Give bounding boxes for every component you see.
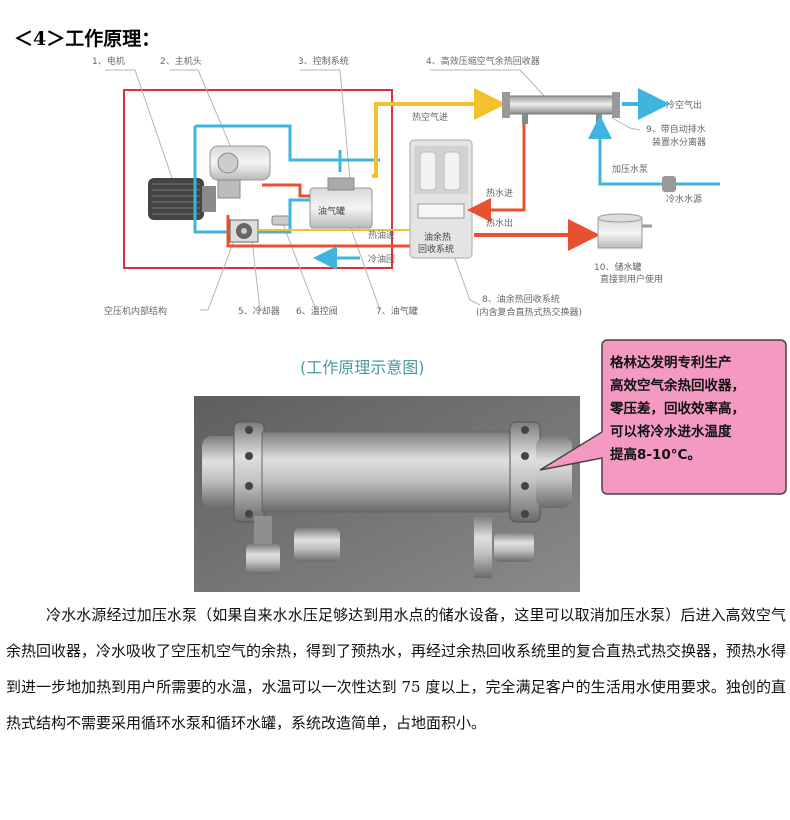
callout-line-2: 高效空气余热回收器， [610,378,745,394]
heat-exchanger-photo-illustration [194,396,580,592]
storage-tank-illustration [597,213,652,249]
label-oil-system-1: 8、油余热回收系统 [482,293,560,305]
oil-heat-system-label-2: 回收系统 [418,243,454,255]
oil-recovery-cabinet-illustration: 油余热 回收系统 [409,139,473,259]
label-hot-air-in: 热空气进 [412,111,448,123]
callout-line-5: 提高8-10°C。 [610,447,701,463]
label-hot-water-in: 热水进 [486,187,513,199]
callout-line-3: 零压差，回收效率高， [610,401,745,417]
air-recovery-unit-illustration [502,92,620,124]
callout-text: 格林达发明专利生产 高效空气余热回收器， 零压差，回收效率高， 可以将冷水进水温… [610,352,780,467]
label-internal-structure: 空压机内部结构 [104,305,167,317]
label-main-head: 2、主机头 [160,55,202,67]
label-storage-1: 10、储水罐 [594,261,641,273]
label-hot-oil-in: 热油进 [368,229,395,241]
product-photo [194,396,580,592]
label-cooler: 5、冷却器 [238,305,280,317]
compressor-internal-frame [123,89,393,269]
callout-line-4: 可以将冷水进水温度 [610,424,732,440]
label-separator-1: 9、带自动排水 [646,123,706,135]
label-thermo-valve: 6、温控阀 [296,305,338,317]
label-motor: 1、电机 [92,55,125,67]
description-paragraph: 冷水水源经过加压水泵（如果自来水水压足够达到用水点的储水设备，这里可以取消加压水… [6,597,786,741]
motor-illustration [148,178,216,220]
paragraph-text: 冷水水源经过加压水泵（如果自来水水压足够达到用水点的储水设备，这里可以取消加压水… [6,606,787,732]
label-storage-2: 直接到用户使用 [600,273,663,285]
oil-gas-tank-illustration: 油气罐 [309,177,373,229]
main-head-illustration [209,145,271,199]
label-oil-tank: 7、油气罐 [376,305,418,317]
cooler-illustration [229,219,259,243]
working-principle-diagram: 油气罐 油余热 回收系统 [92,55,720,318]
label-hot-water-out: 热水出 [486,217,513,229]
label-separator-2: 装置水分离器 [652,136,706,148]
oil-heat-system-label-1: 油余热 [424,231,451,243]
label-control-system: 3、控制系统 [298,55,349,67]
label-cold-air-out: 冷空气出 [666,99,702,111]
diagram-caption: (工作原理示意图) [300,358,425,377]
label-cold-water-source: 冷水水源 [666,193,702,205]
callout-bubble [539,339,787,495]
label-recovery-unit: 4、高效压缩空气余热回收器 [426,55,540,67]
label-booster-pump: 加压水泵 [612,163,648,175]
oil-gas-tank-label: 油气罐 [318,205,345,217]
label-oil-system-2: (内含复合直热式热交换器) [476,306,582,318]
booster-pump-illustration [662,176,676,192]
thermo-valve-illustration [271,215,291,226]
callout-line-1: 格林达发明专利生产 [610,355,732,371]
label-cold-oil-return: 冷油回 [368,253,395,265]
section-heading: ＜4＞工作原理： [14,28,161,50]
